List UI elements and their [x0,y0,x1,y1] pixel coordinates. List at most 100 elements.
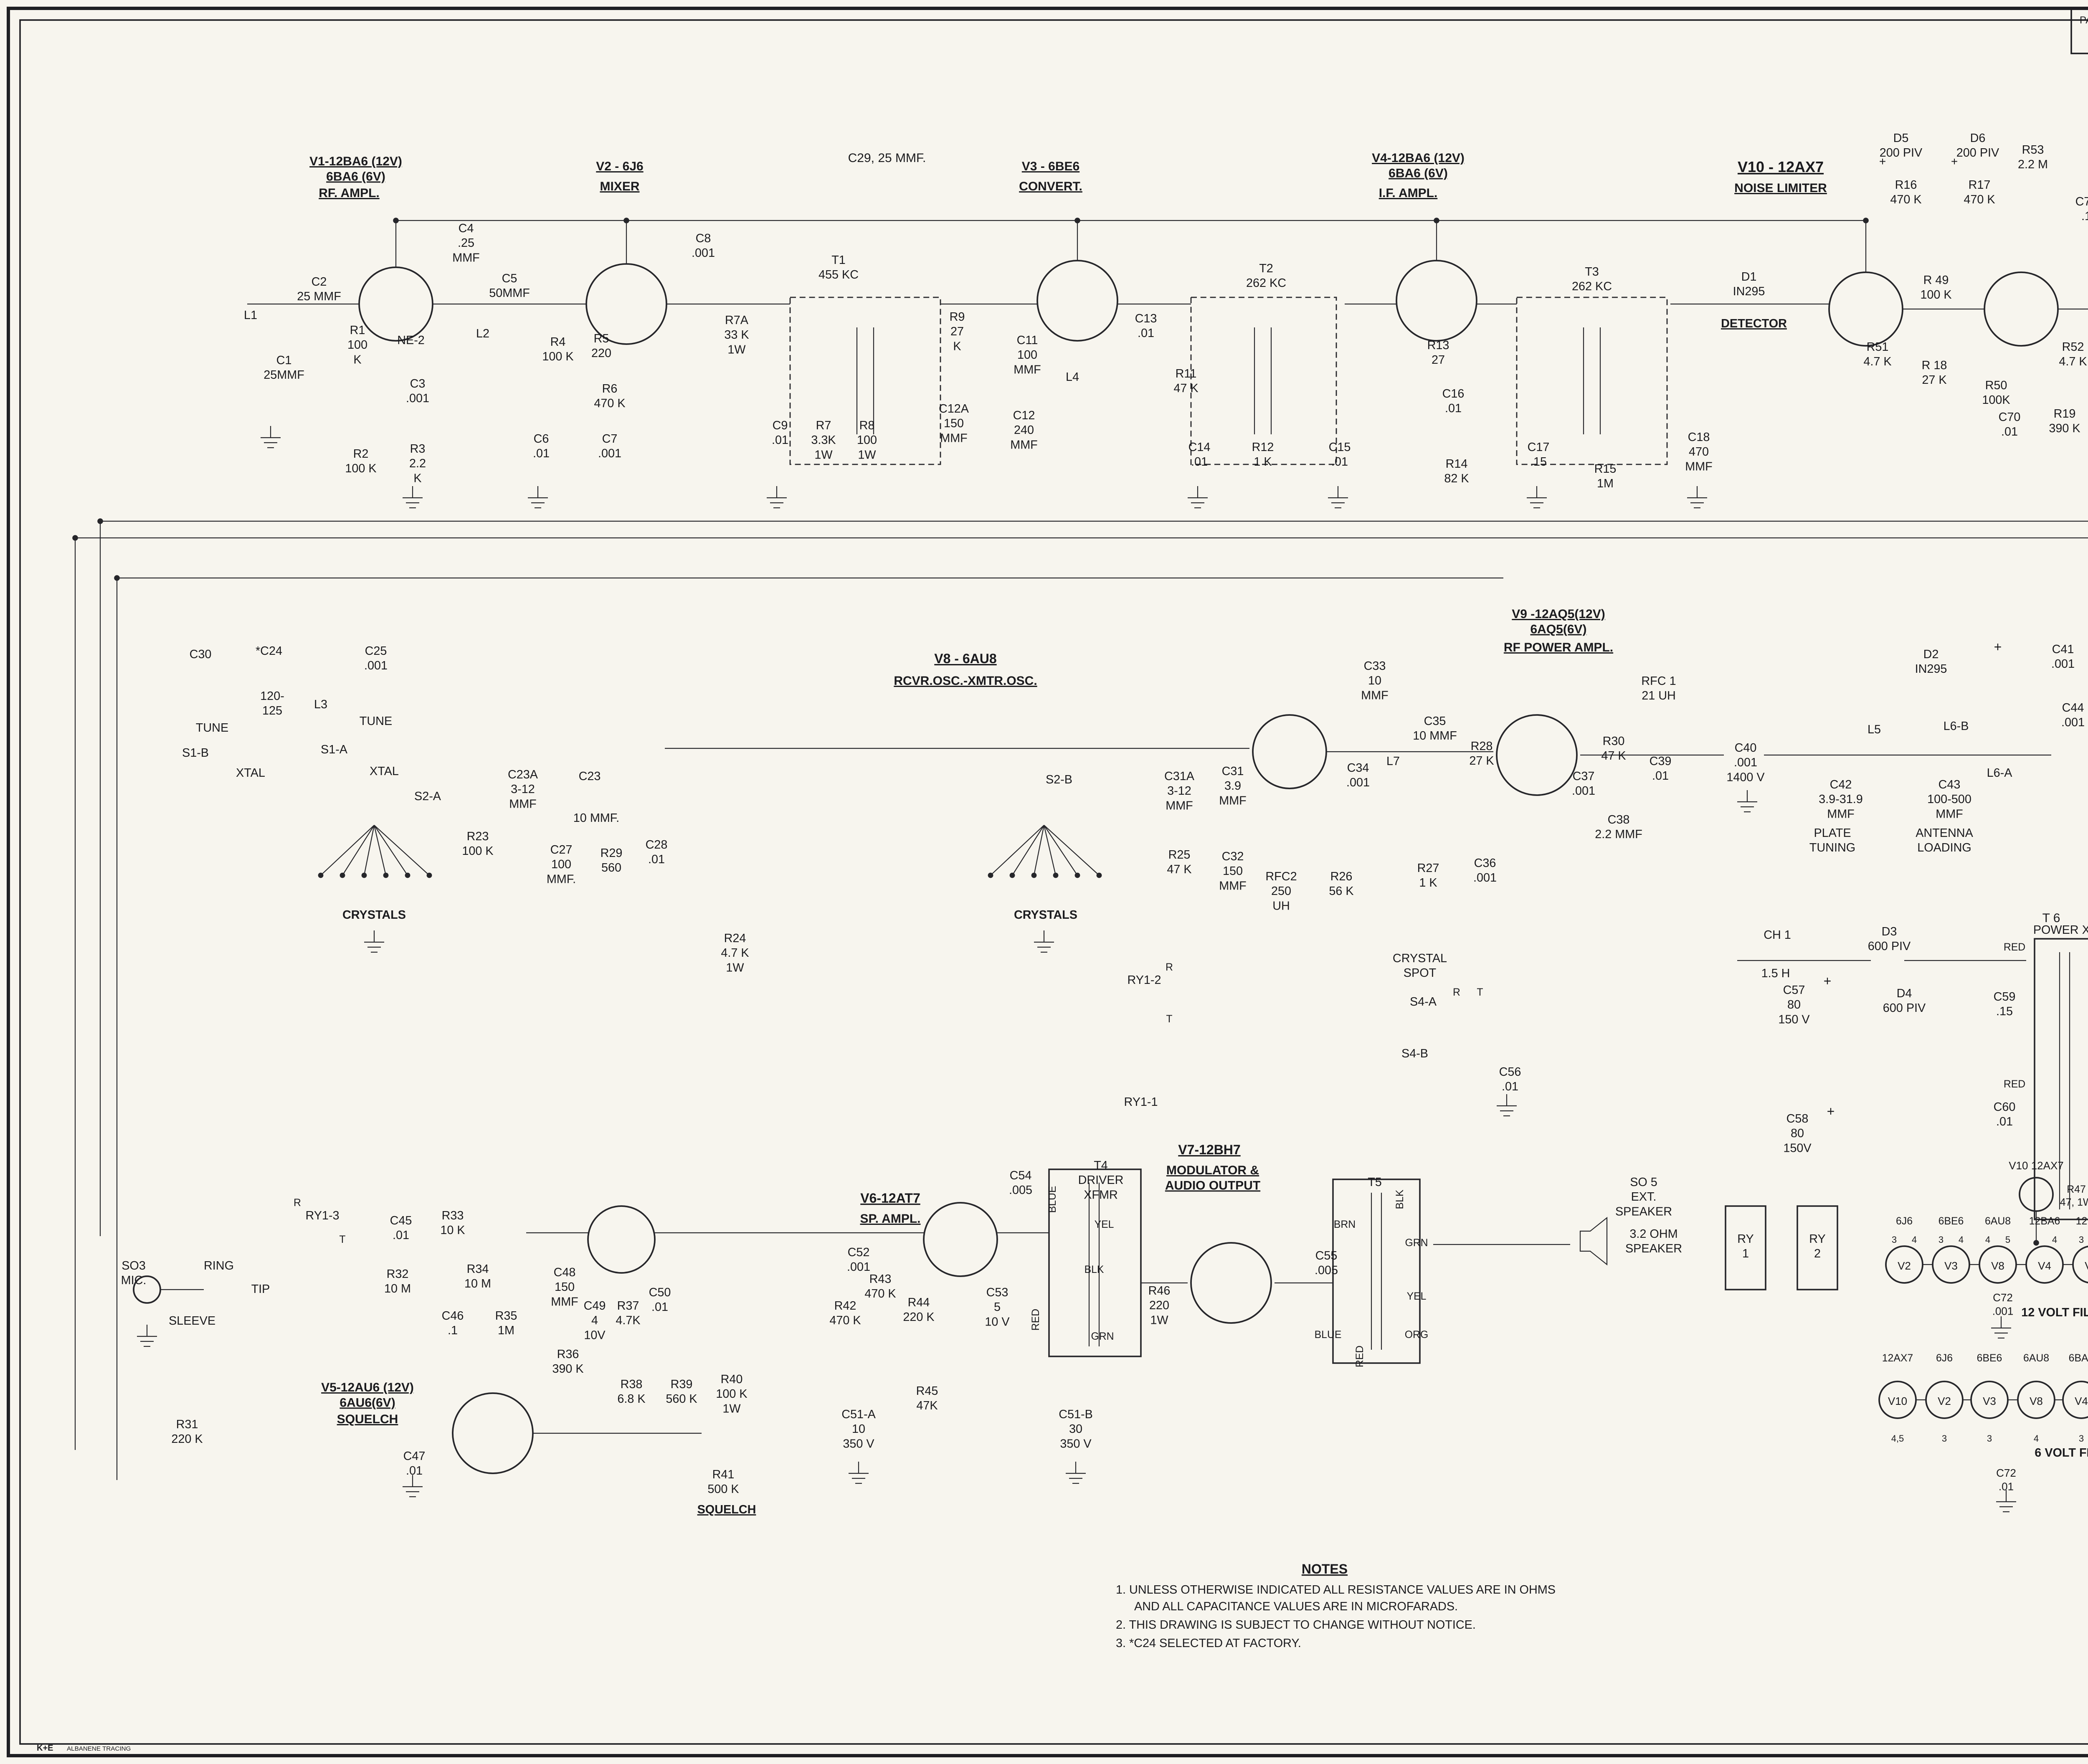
label-l3: L3 [314,698,327,711]
junction-dot [97,518,103,524]
crystal-socket-dot [405,872,411,878]
tube-symbol [2017,1381,2055,1419]
label-10: 10 MMF. [573,811,619,825]
crystal-socket-dot [318,872,324,878]
crystal-socket-dot [988,872,993,878]
tube-symbol [1979,1245,2017,1284]
label-1.5: 1.5 H [1761,967,1790,980]
label-4: 4 [1985,1234,1990,1245]
if-transformer-shield-box [1516,297,1668,465]
label-crystals: CRYSTALS [1014,908,1077,922]
label-v8: V8 [2030,1395,2043,1407]
label-+: + [1879,155,1886,168]
label-noise: NOISE LIMITER [1734,181,1827,195]
label-6ba6: 6BA6 [2069,1353,2088,1364]
tube-symbol [1190,1242,1272,1324]
note-1b: AND ALL CAPACITANCE VALUES ARE IN MICROF… [1134,1600,1458,1613]
label-c47: C47.01 [403,1450,426,1478]
tube-symbol [1885,1245,1923,1284]
label-v2: V2 [1898,1260,1911,1272]
note-2: 2. THIS DRAWING IS SUBJECT TO CHANGE WIT… [1116,1618,1476,1632]
crystal-socket-dot [361,872,367,878]
label-c37: C37.001 [1572,770,1595,798]
label-t: T [1166,1014,1172,1025]
if-transformer-shield-box [1190,297,1337,465]
label-org: ORG [1405,1329,1428,1341]
crystal-socket-dot [1096,872,1102,878]
if-transformer-shield-box [789,297,941,465]
label-4: 4 [2052,1234,2057,1245]
tube-symbol [923,1202,998,1277]
label-6j6: 6J6 [1936,1353,1953,1364]
label-tune: TUNE [196,721,228,735]
notes-block: NOTES 1. UNLESS OTHERWISE INDICATED ALL … [1116,1561,1556,1650]
label-l2: L2 [476,327,489,340]
part-no-box-top [2070,8,2088,54]
label-l4: L4 [1066,370,1079,384]
tube-symbol [1036,260,1118,342]
label-l1: L1 [244,309,257,322]
junction-dot [114,575,120,581]
crystal-fan-line [1043,825,1057,876]
label-c72: C72.001 [1992,1291,2014,1317]
label-v4: V4 [2075,1395,2088,1407]
label-i.f.: I.F. AMPL. [1379,186,1438,200]
label-c59: C59.15 [1994,990,2016,1018]
crystal-socket-dot [1053,872,1059,878]
label-c25: C25.001 [364,644,388,672]
label-v8: V8 - 6AU8 [934,651,996,666]
tube-symbol [585,263,667,345]
label-c23: C23 [579,770,601,783]
label-yel: YEL [1407,1291,1427,1302]
label-l6-a: L6-A [1987,766,2013,780]
label-ry1-2: RY1-2 [1127,973,1161,987]
label-c70: C70.01 [1999,411,2021,438]
crystal-fan-line [363,825,375,876]
tube-symbol [2062,1381,2088,1419]
label-xtal: XTAL [370,765,399,778]
label-c39: C39.01 [1650,755,1672,783]
label-c41: C41.001 [2051,643,2075,671]
label-v1: V1 [2085,1260,2088,1272]
frame-inner [19,19,2088,1745]
label-c29: C29, 25 MMF. [848,151,926,165]
label-c50: C50.01 [649,1286,671,1314]
junction-dot [1434,218,1439,223]
label-45: 4,5 [1891,1433,1904,1444]
crystal-fan-line [342,825,375,876]
speaker-icon [1579,1217,1608,1266]
label-c72: C72.01 [1996,1467,2016,1493]
label-v3: V3 [1983,1395,1996,1407]
crystal-socket-dot [383,872,389,878]
label-ne-2: NE-2 [397,334,425,347]
